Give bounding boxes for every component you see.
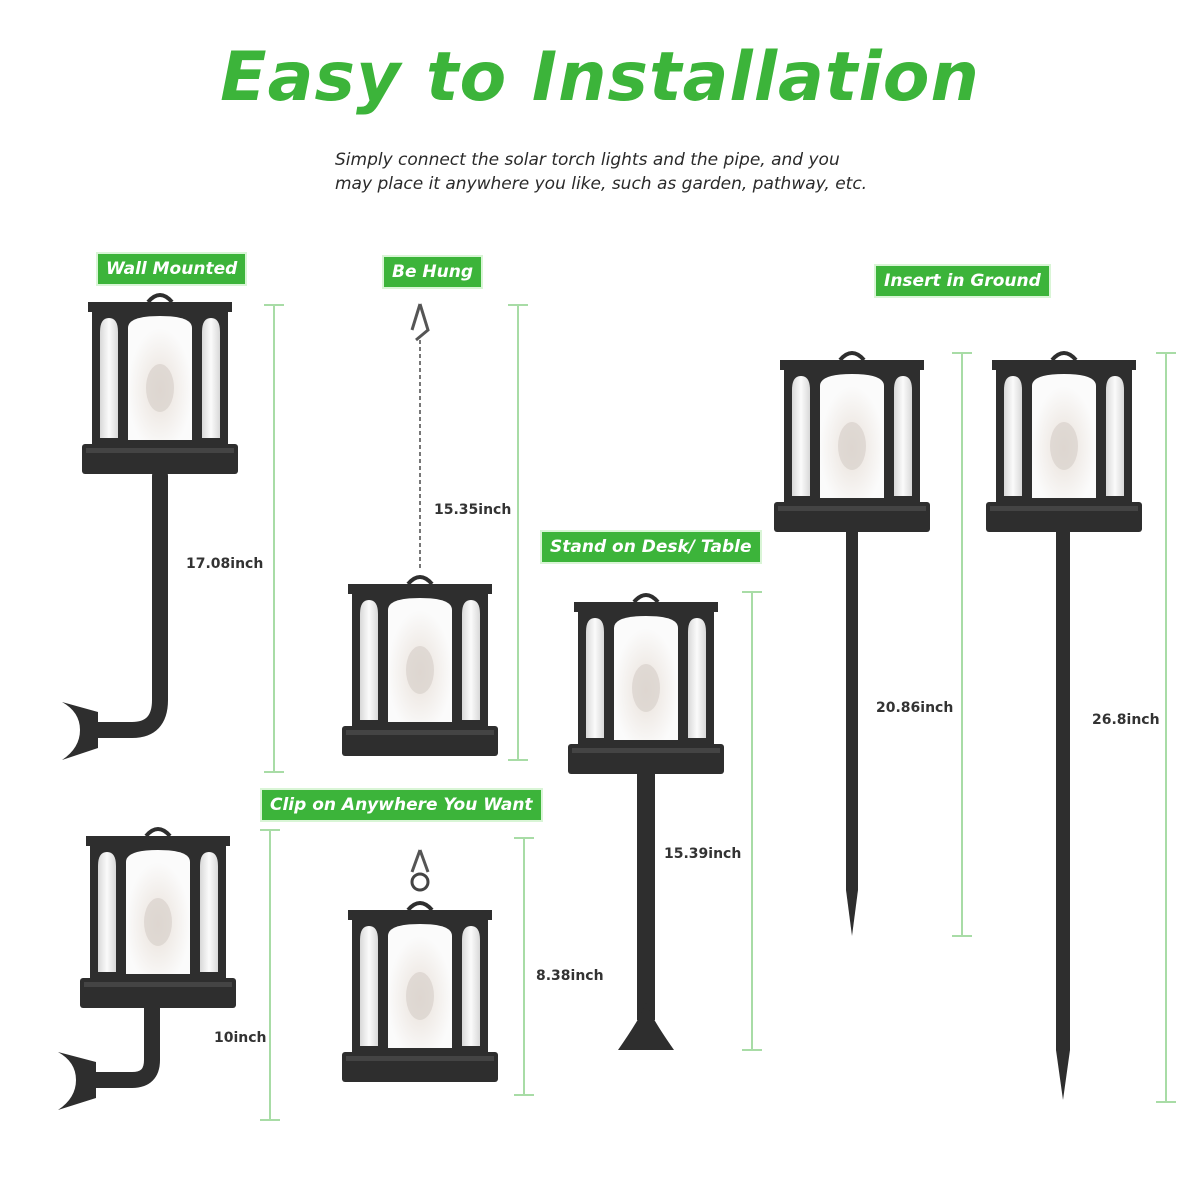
tag-wall-mounted: Wall Mounted (98, 254, 246, 284)
tag-be-hung: Be Hung (384, 257, 482, 287)
dimension-be-hung: 15.35inch (434, 502, 512, 518)
page-title: Easy to Installation (220, 38, 980, 117)
dimension-wall-mounted: 17.08inch (186, 556, 264, 572)
lantern-wall-short (58, 827, 238, 1110)
dimension-wall-short: 10inch (214, 1030, 267, 1046)
lantern-ground-long (984, 351, 1144, 1100)
subtitle: Simply connect the solar torch lights an… (335, 148, 955, 196)
subtitle-line-2: may place it anywhere you like, such as … (335, 174, 868, 194)
dimension-ground-long: 26.8inch (1092, 712, 1160, 728)
lantern-ground-short (772, 351, 932, 936)
lantern-stand-desk (566, 593, 726, 1050)
lantern-be-hung (340, 303, 500, 758)
dimension-desk: 15.39inch (664, 846, 742, 862)
tag-stand-on-desk: Stand on Desk/ Table (542, 532, 760, 562)
tag-clip-on: Clip on Anywhere You Want (262, 790, 541, 820)
lantern-wall-mounted (62, 293, 240, 760)
tag-insert-in-ground: Insert in Ground (876, 266, 1049, 296)
subtitle-line-1: Simply connect the solar torch lights an… (335, 150, 840, 170)
dimension-ground-short: 20.86inch (876, 700, 954, 716)
dimension-clip: 8.38inch (536, 968, 604, 984)
lantern-clip-on (340, 849, 500, 1084)
